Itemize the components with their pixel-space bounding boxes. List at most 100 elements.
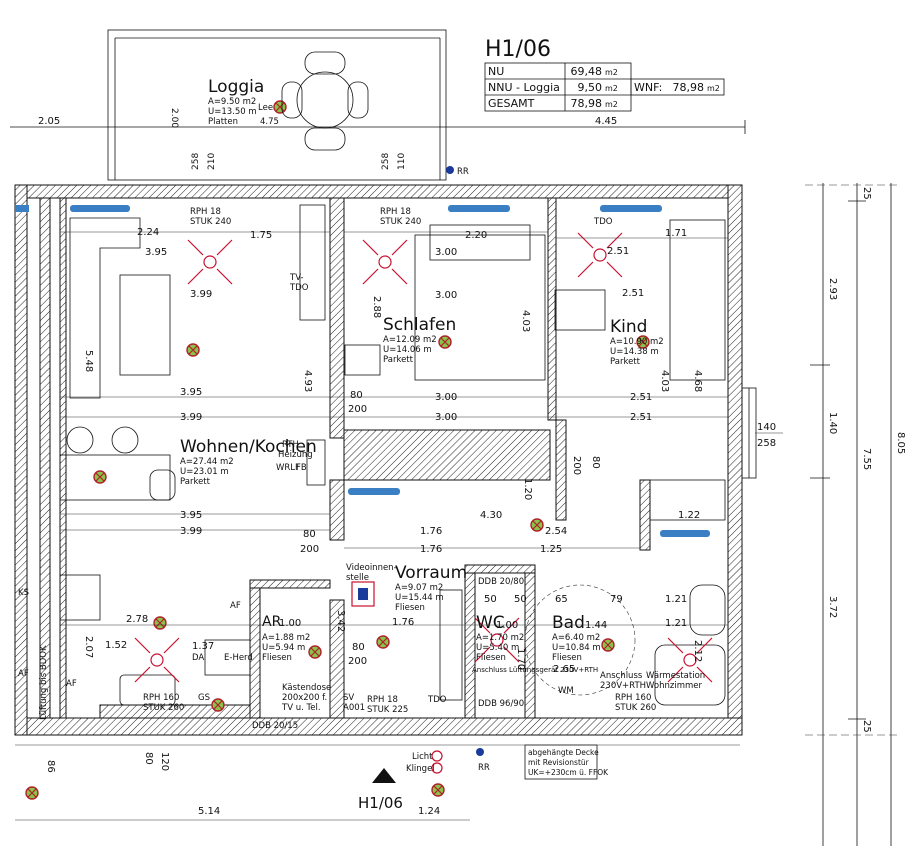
- dim-label: 210: [207, 153, 217, 170]
- kasten-label: TV u. Tel.: [281, 703, 321, 713]
- lueftung-label: Anschluss Lüftungsgerät 230V+RTH: [472, 666, 598, 674]
- gs-label: GS: [198, 693, 210, 703]
- rph-label: RPH 160: [143, 693, 179, 703]
- dim-label: 8.05: [895, 432, 906, 454]
- af-label: AF: [66, 679, 77, 689]
- dim-label: 258: [757, 438, 776, 449]
- waerme-label: Wohnzimmer: [646, 681, 702, 691]
- dim-label: 1.21: [665, 618, 687, 629]
- dim-label: 1.21: [665, 594, 687, 605]
- bell-icon: [431, 762, 443, 774]
- entrance-label: H1/06: [358, 794, 403, 812]
- nu-label: NU: [488, 65, 504, 78]
- af-label: AF: [18, 669, 29, 679]
- room-floor: Parkett: [610, 357, 641, 367]
- radiator-icon: [660, 530, 710, 537]
- dim-label: 1.76: [392, 617, 414, 628]
- dim-label: 86: [45, 760, 56, 773]
- waerme-label: Wärmestation: [646, 671, 705, 681]
- gesamt-unit: m2: [605, 100, 618, 109]
- rph-label: RPH 160: [615, 693, 651, 703]
- dim-label: 2.78: [126, 614, 148, 625]
- dim-label: 258: [381, 153, 391, 170]
- rr-label: RR: [478, 763, 490, 773]
- ks-label: KS: [18, 588, 29, 598]
- rr-dot-icon: [476, 748, 484, 756]
- outlet-icon: [153, 616, 167, 630]
- rph-label: RPH 18: [190, 207, 221, 217]
- dim-label: 1.25: [540, 544, 562, 555]
- wm-label: WM: [558, 686, 574, 696]
- dim-label: 2.93: [827, 278, 838, 300]
- rr-dot-icon: [446, 166, 454, 174]
- e-herd-label: E-Herd: [224, 653, 253, 663]
- dim-label: 4.30: [480, 510, 502, 521]
- dim-label: 2.24: [137, 227, 159, 238]
- room-area: A=6.40 m2: [552, 633, 600, 643]
- leer-label: Leer: [258, 103, 277, 113]
- ddb-label: DDB 96/90: [478, 699, 524, 709]
- dim-label: 258: [191, 153, 201, 170]
- radiators: [15, 205, 710, 537]
- room-name-loggia: Loggia: [208, 77, 264, 97]
- outlet-icon: [308, 645, 322, 659]
- klingel-label: Klingel: [406, 764, 435, 774]
- stuk-label: STUK 260: [143, 703, 184, 713]
- dim-label: 3.00: [435, 392, 457, 403]
- dim-label: 65: [555, 594, 568, 605]
- room-floor: Parkett: [180, 477, 211, 487]
- dim-label: 4.03: [659, 370, 670, 392]
- right-dimensions: 2.93 1.40 3.72 7.55 8.05 25 25: [805, 183, 906, 846]
- dim-label: 2.12: [692, 640, 703, 662]
- video-label: Videoinnen-: [346, 563, 397, 573]
- dim-label: 80: [590, 456, 601, 469]
- dim-label: 2.51: [630, 392, 652, 403]
- dim-label: 25: [861, 720, 872, 733]
- outlet-icon: [438, 335, 452, 349]
- video-label: stelle: [346, 573, 369, 583]
- dim-label: 80: [143, 752, 154, 765]
- dim-label: 3.95: [180, 510, 202, 521]
- room-area: A=1.70 m2: [476, 633, 524, 643]
- dim-label: 1.52: [105, 640, 127, 651]
- room-floor: Platten: [208, 117, 238, 127]
- dim-label: 3.42: [335, 610, 346, 632]
- room-name-wohnen: Wohnen/Kochen: [180, 437, 317, 457]
- af-label: AF: [230, 601, 241, 611]
- room-floor: Fliesen: [262, 653, 292, 663]
- da-label: DA: [192, 653, 204, 663]
- dim-label: 1.40: [827, 412, 838, 434]
- nu-unit: m2: [605, 68, 618, 77]
- radiator-icon: [15, 205, 29, 212]
- wnf-unit: m2: [707, 84, 720, 93]
- outlet-icon: [211, 698, 225, 712]
- dim-label: 2.65: [553, 664, 575, 675]
- dim-label: 25: [861, 187, 872, 200]
- stuk-label: STUK 240: [190, 217, 231, 227]
- outlet-icon: [601, 638, 615, 652]
- shaft-label: Lüftung bis BDOK: [39, 645, 49, 720]
- nnu-unit: m2: [605, 84, 618, 93]
- gesamt-value: 78,98: [571, 97, 603, 110]
- dim-label: 3.00: [435, 247, 457, 258]
- dim-label: 2.51: [622, 288, 644, 299]
- room-perimeter: U=10.84 m: [552, 643, 601, 653]
- dim-label: 1.44: [585, 620, 607, 631]
- dim-label: 4.68: [692, 370, 703, 392]
- dim-label: 3.72: [827, 596, 838, 618]
- room-name-kind: Kind: [610, 317, 647, 337]
- dim-label: 1.76: [420, 526, 442, 537]
- outlet-icon: [273, 100, 287, 114]
- dim-label: 200: [300, 544, 319, 555]
- room-floor: Parkett: [383, 355, 414, 365]
- wnf-label: WNF:: [634, 81, 662, 94]
- walls: [14, 184, 757, 736]
- dim-label: 3.95: [180, 387, 202, 398]
- loggia: 2.00 Loggia A=9.50 m2 U=13.50 m Platten …: [107, 29, 469, 181]
- dim-label: 3.00: [435, 290, 457, 301]
- room-perimeter: U=13.50 m: [208, 107, 257, 117]
- rph-label: RPH 18: [380, 207, 411, 217]
- table-chairs-icon: [281, 51, 369, 151]
- rr-label: RR: [457, 167, 469, 177]
- kasten-label: Kästendose: [282, 683, 331, 693]
